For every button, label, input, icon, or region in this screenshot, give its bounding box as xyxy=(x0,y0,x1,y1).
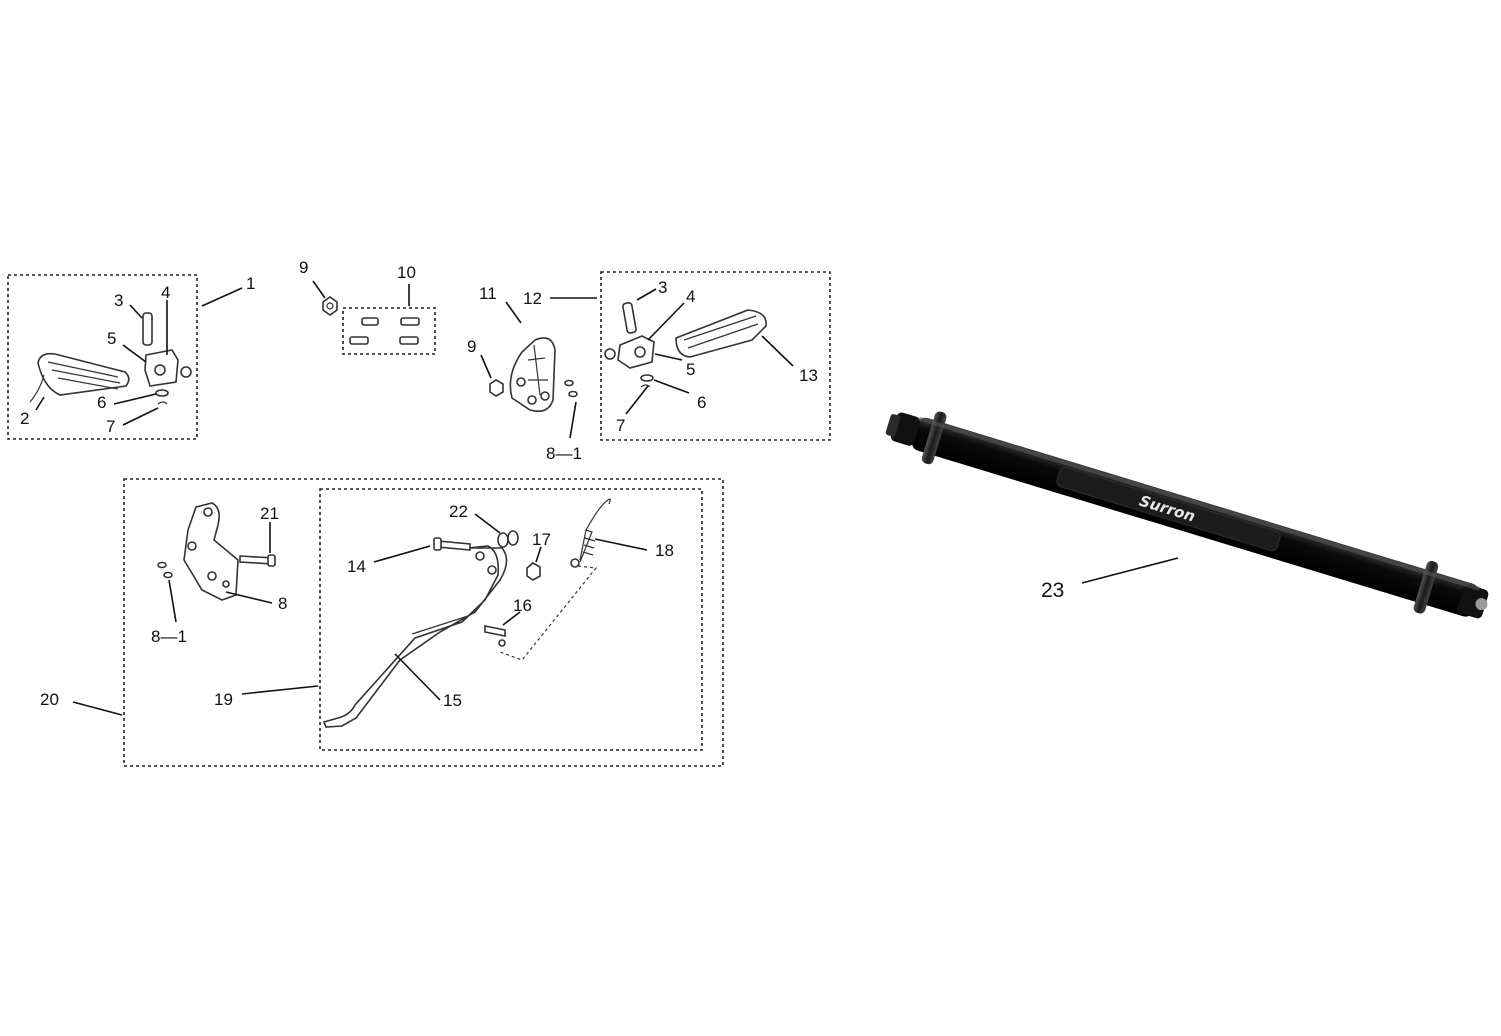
callout-10: 10 xyxy=(397,263,416,282)
bolts-box xyxy=(342,307,436,355)
callout-21: 21 xyxy=(260,504,279,523)
footpeg-right-drawing xyxy=(604,288,794,415)
callout-3: 3 xyxy=(114,291,123,310)
side-stand-inner-box xyxy=(319,488,703,751)
side-stand-drawing xyxy=(72,498,648,728)
callout-4-right: 4 xyxy=(686,287,695,306)
callout-17: 17 xyxy=(532,530,551,549)
callout-11: 11 xyxy=(479,284,497,303)
callout-7-right: 7 xyxy=(616,416,625,435)
callout-5: 5 xyxy=(107,329,116,348)
footpeg-bracket-right-drawing xyxy=(480,297,597,439)
callout-2: 2 xyxy=(20,409,29,428)
callout-5-right: 5 xyxy=(686,360,695,379)
rear-axle-photo: Surron xyxy=(885,411,1489,619)
side-stand-outer-box xyxy=(123,478,724,767)
callout-12: 12 xyxy=(523,289,542,308)
footpeg-left-leaders xyxy=(35,287,243,426)
footpeg-right-box xyxy=(600,271,831,441)
callout-14: 14 xyxy=(347,557,366,576)
nut-and-bolts-drawing xyxy=(312,280,436,355)
callout-4: 4 xyxy=(161,283,170,302)
callout-20: 20 xyxy=(40,690,59,709)
callout-6-right: 6 xyxy=(697,393,706,412)
callout-19: 19 xyxy=(214,690,233,709)
callout-9-mid: 9 xyxy=(467,337,476,356)
callout-8-1-bottom: 8—1 xyxy=(151,627,187,646)
callout-7: 7 xyxy=(106,417,115,436)
callout-1: 1 xyxy=(246,274,255,293)
callout-22: 22 xyxy=(449,502,468,521)
callout-6: 6 xyxy=(97,393,106,412)
callout-18: 18 xyxy=(655,541,674,560)
callout-8-1-top: 8—1 xyxy=(546,444,582,463)
callout-9-top: 9 xyxy=(299,258,308,277)
footpeg-left-box xyxy=(7,274,198,440)
stand-bracket-drawing xyxy=(157,502,276,623)
callout-8: 8 xyxy=(278,594,287,613)
callout-13: 13 xyxy=(799,366,818,385)
footpeg-left-drawing xyxy=(29,312,192,405)
callout-3-right: 3 xyxy=(658,278,667,297)
callout-15: 15 xyxy=(443,691,462,710)
callout-16: 16 xyxy=(513,596,532,615)
callout-23: 23 xyxy=(1041,579,1064,602)
